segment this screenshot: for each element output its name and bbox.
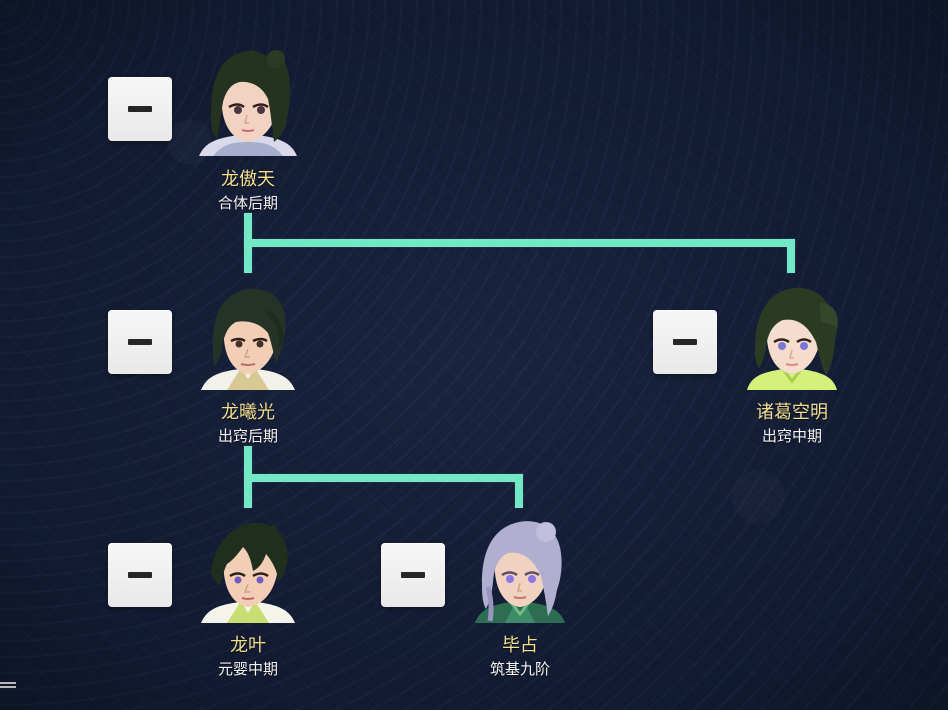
character-name-zhuge-kongming: 诸葛空明 <box>756 402 828 423</box>
collapse-button-long-xiguang[interactable] <box>108 310 172 374</box>
collapse-button-bi-zhan[interactable] <box>381 543 445 607</box>
minus-icon <box>128 339 152 345</box>
collapse-button-long-ye[interactable] <box>108 543 172 607</box>
character-rank-long-aotian: 合体后期 <box>217 194 278 212</box>
connector-line <box>244 239 795 247</box>
portrait-zhuge-kongming[interactable] <box>737 280 847 390</box>
portrait-long-xiguang[interactable] <box>193 280 303 390</box>
connector-line <box>244 474 523 482</box>
minus-icon <box>128 106 152 112</box>
minus-icon <box>128 572 152 578</box>
character-name-long-xiguang: 龙曦光 <box>221 402 275 423</box>
edge-line <box>0 686 16 688</box>
collapse-button-long-aotian[interactable] <box>108 77 172 141</box>
character-rank-bi-zhan: 筑基九阶 <box>489 660 550 678</box>
character-name-long-ye: 龙叶 <box>230 635 266 656</box>
character-name-long-aotian: 龙傲天 <box>221 169 275 190</box>
portrait-bi-zhan[interactable] <box>465 513 575 623</box>
collapse-button-zhuge-kongming[interactable] <box>653 310 717 374</box>
connector-line <box>515 474 523 508</box>
minus-icon <box>673 339 697 345</box>
portrait-long-aotian[interactable] <box>193 46 303 156</box>
character-rank-zhuge-kongming: 出窍中期 <box>761 427 822 445</box>
edge-line <box>0 682 16 684</box>
character-rank-long-xiguang: 出窍后期 <box>217 427 278 445</box>
character-rank-long-ye: 元婴中期 <box>217 660 278 678</box>
edge-resize-handle <box>0 682 16 690</box>
connector-line <box>787 239 795 273</box>
minus-icon <box>401 572 425 578</box>
portrait-long-ye[interactable] <box>193 513 303 623</box>
character-name-bi-zhan: 毕占 <box>502 635 538 656</box>
